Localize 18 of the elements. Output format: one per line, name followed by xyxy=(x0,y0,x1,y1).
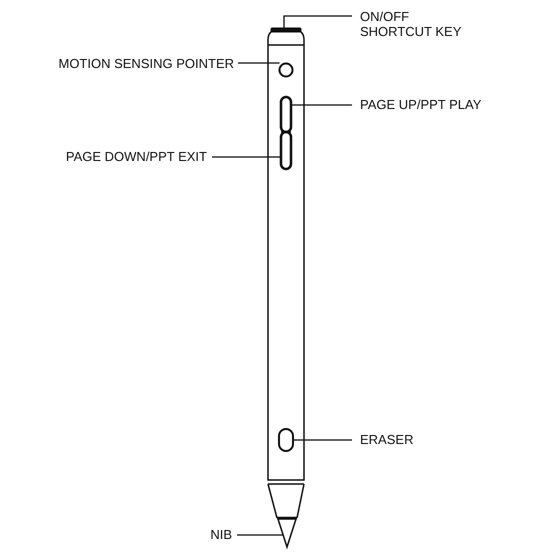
callout-label: NIB xyxy=(210,527,232,542)
button xyxy=(280,130,292,170)
power-key xyxy=(270,28,302,32)
pointer-button xyxy=(278,62,294,78)
pen-nib xyxy=(276,518,298,550)
leader-line xyxy=(291,104,352,106)
leader-line xyxy=(237,534,283,536)
button xyxy=(278,428,294,452)
callout-label: ERASER xyxy=(360,432,414,447)
leader-line xyxy=(283,15,352,28)
callout-label: PAGE DOWN/PPT EXIT xyxy=(66,149,207,164)
callout-label: ON/OFF SHORTCUT KEY xyxy=(360,9,470,39)
leader-line xyxy=(238,62,280,64)
callout-label: PAGE UP/PPT PLAY xyxy=(360,97,482,112)
leader-line xyxy=(293,439,352,441)
leader-line xyxy=(212,156,281,158)
button xyxy=(280,96,292,134)
callout-label: MOTION SENSING POINTER xyxy=(58,56,234,71)
